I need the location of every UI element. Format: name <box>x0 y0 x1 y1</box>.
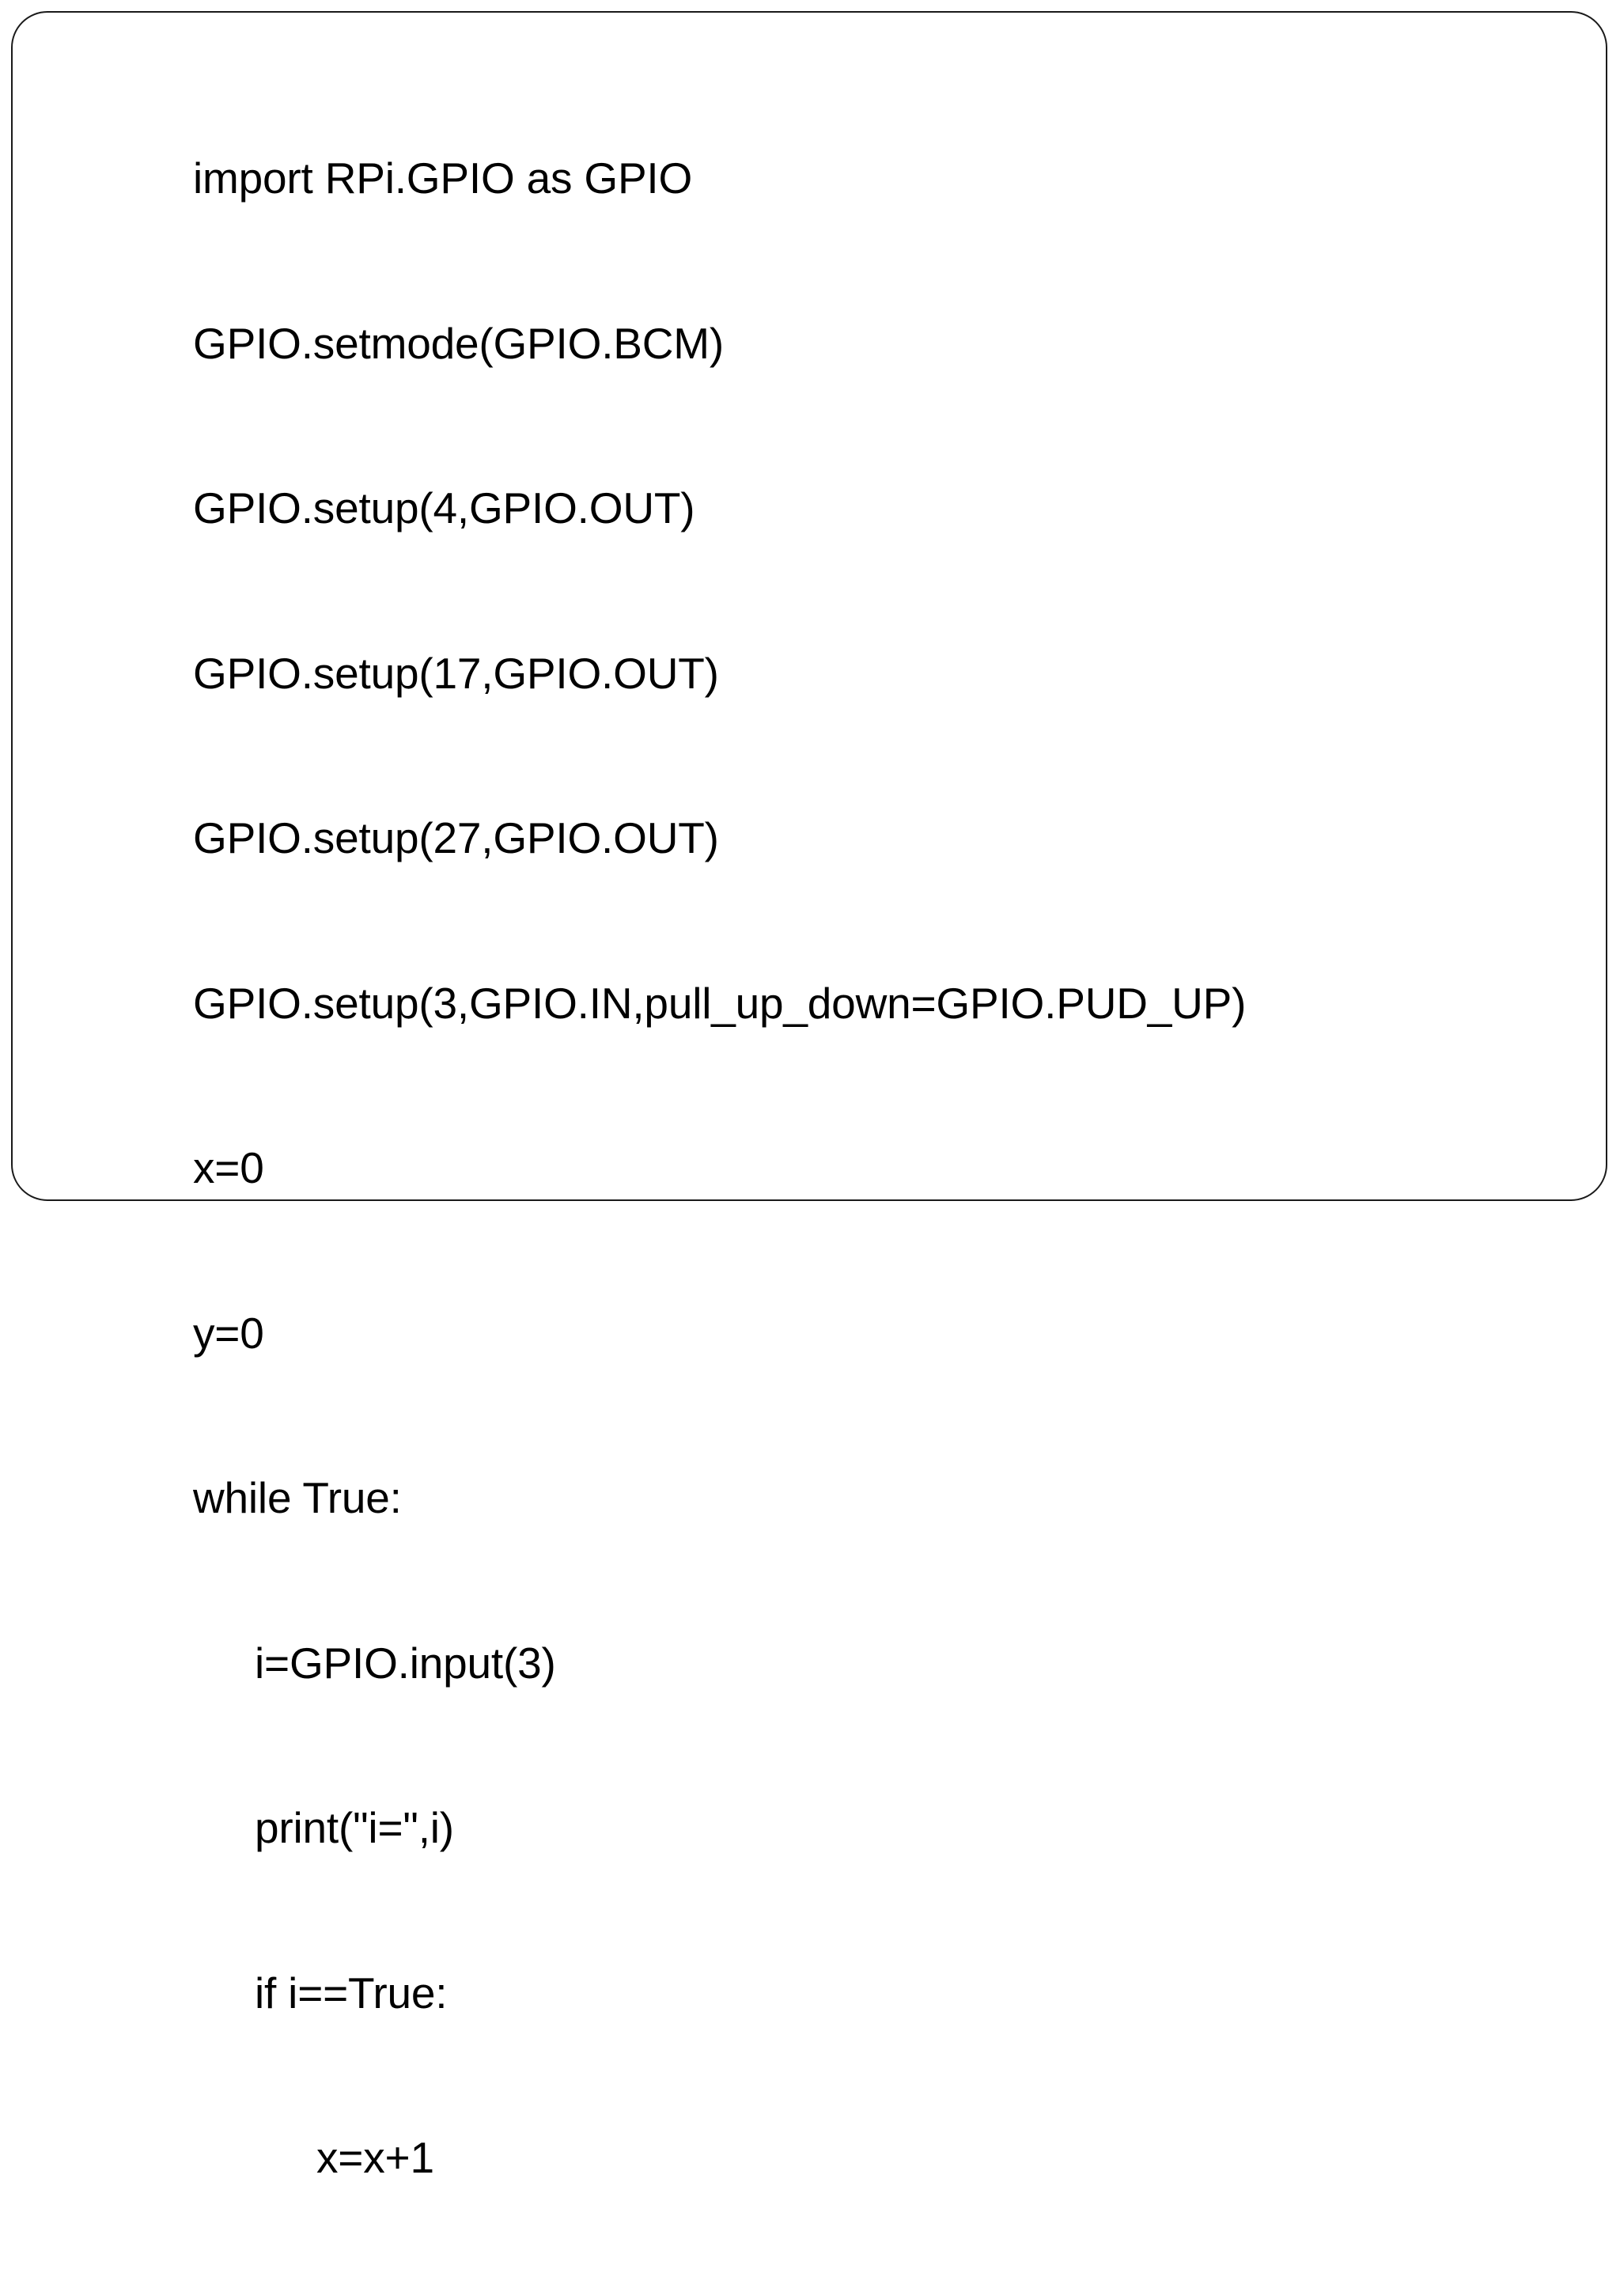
slide: import RPi.GPIO as GPIO GPIO.setmode(GPI… <box>11 11 1607 2182</box>
code-line: if i==True: <box>255 1968 448 2018</box>
code-line: i=GPIO.input(3) <box>255 1638 556 1688</box>
slide-content-frame: import RPi.GPIO as GPIO GPIO.setmode(GPI… <box>11 11 1607 2182</box>
code-line: GPIO.setup(27,GPIO.OUT) <box>193 813 719 862</box>
code-line: y=0 <box>193 1308 264 1358</box>
code-block: import RPi.GPIO as GPIO GPIO.setmode(GPI… <box>193 41 1585 2296</box>
code-line: while True: <box>193 1473 402 1522</box>
code-line: GPIO.setup(17,GPIO.OUT) <box>193 648 719 698</box>
code-line: x=0 <box>193 1143 264 1192</box>
code-line: GPIO.setmode(GPIO.BCM) <box>193 318 725 368</box>
code-line: print("i=",i) <box>255 1803 454 1852</box>
code-line: GPIO.setup(4,GPIO.OUT) <box>193 483 695 532</box>
code-line: import RPi.GPIO as GPIO <box>193 153 693 203</box>
code-line: GPIO.setup(3,GPIO.IN,pull_up_down=GPIO.P… <box>193 978 1247 1028</box>
code-line: x=x+1 <box>316 2133 434 2182</box>
